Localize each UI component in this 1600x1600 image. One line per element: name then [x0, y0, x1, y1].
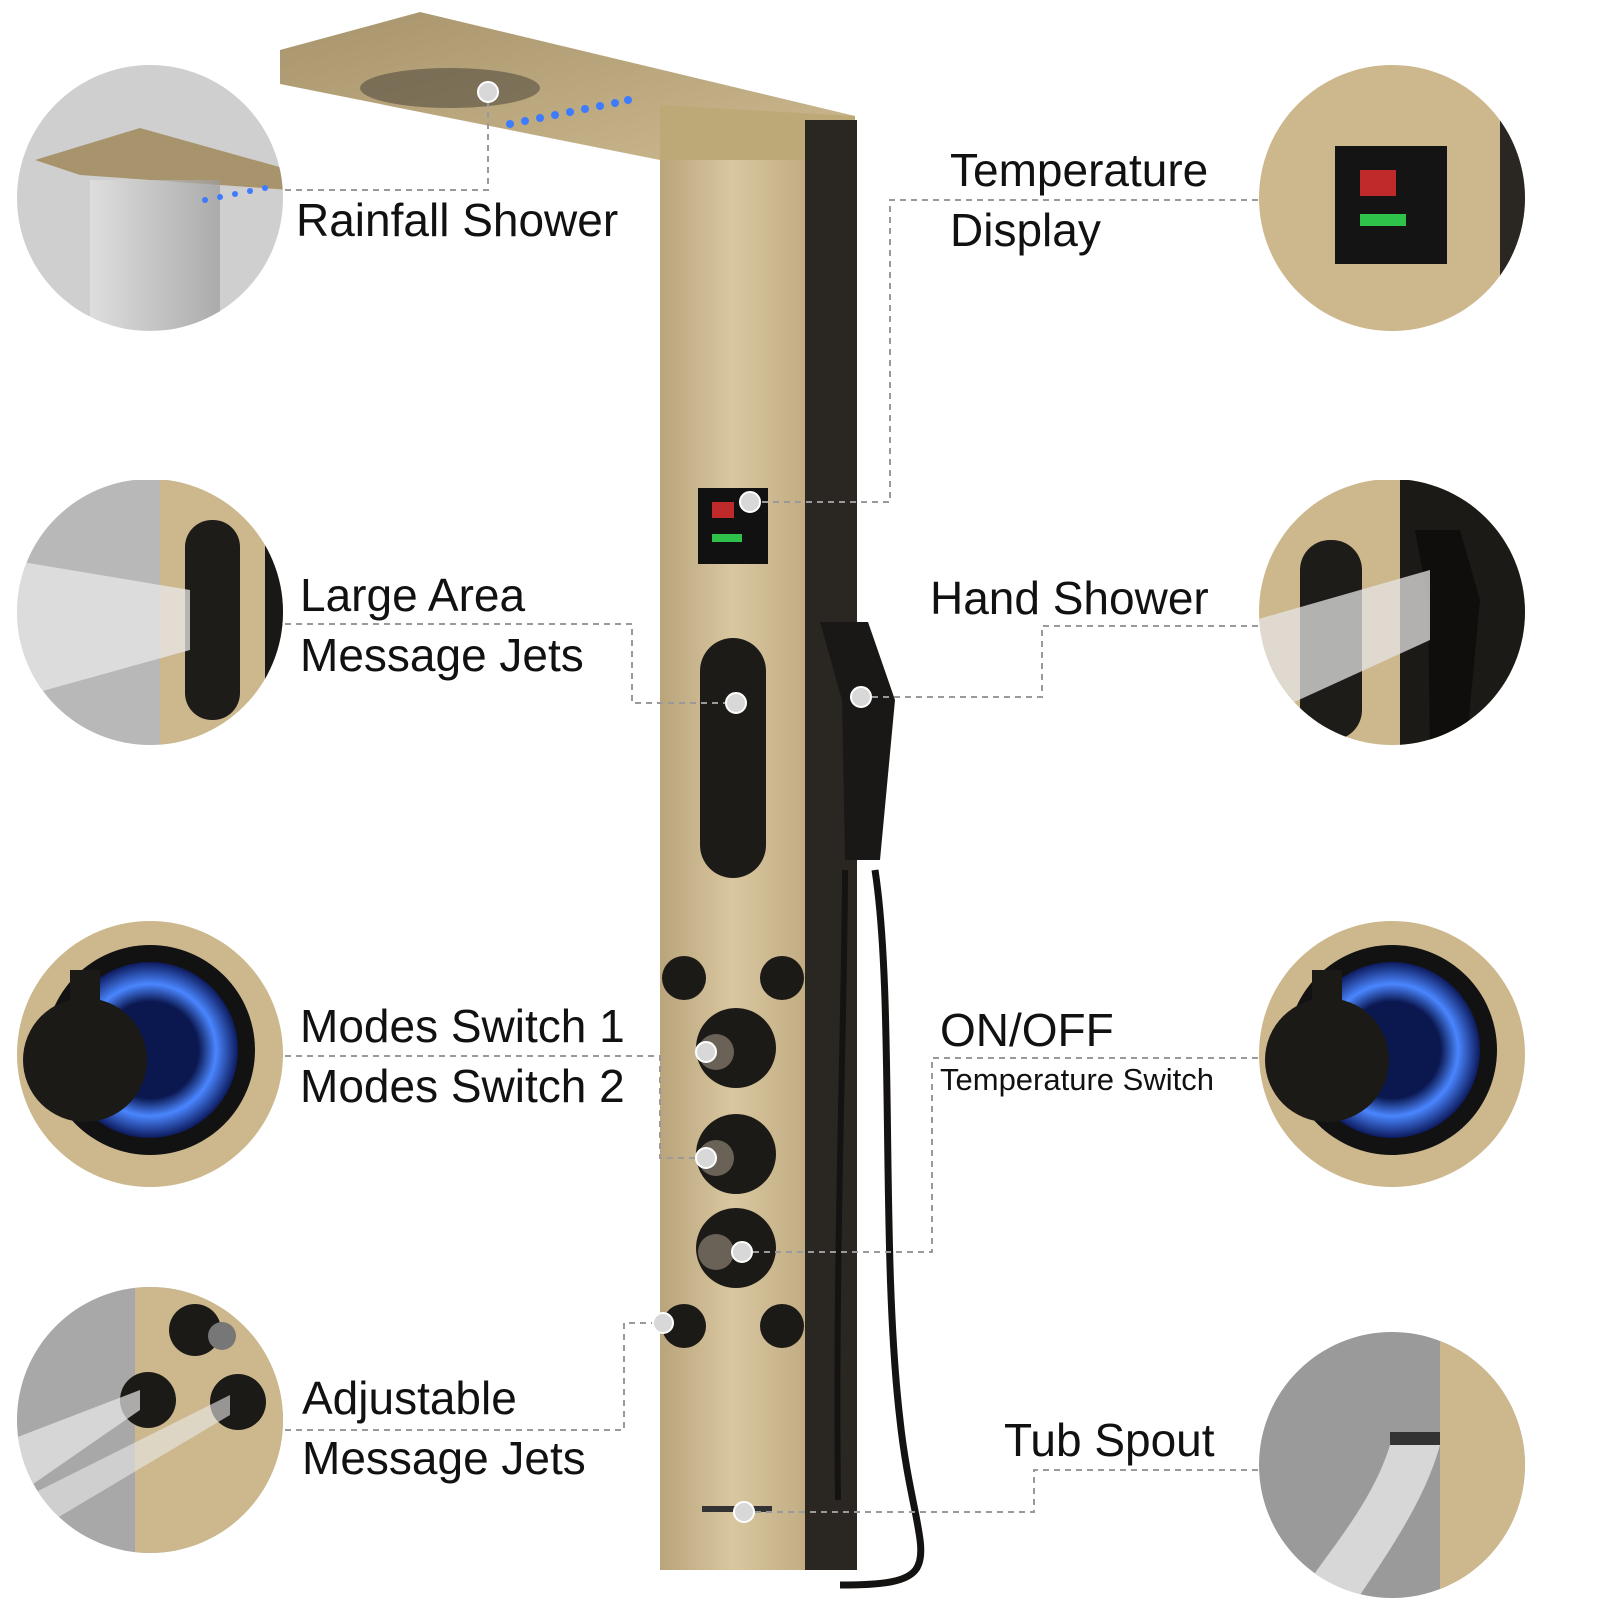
hose [839, 869, 925, 1589]
detail-hand-shower [1259, 480, 1525, 745]
panel-large-jet [700, 638, 766, 878]
label-modes-switch: Modes Switch 1 Modes Switch 2 [300, 1000, 625, 1112]
label-rainfall-shower: Rainfall Shower [296, 194, 619, 246]
detail-large-area-jets [17, 480, 283, 745]
detail-modes-switch [17, 921, 283, 1187]
detail-tub-spout [1259, 1332, 1525, 1598]
label-temperature-display: Temperature Display [950, 144, 1209, 256]
detail-adjustable-jets [17, 1287, 283, 1553]
hand-shower [820, 622, 895, 860]
detail-rainfall-shower [17, 65, 283, 331]
shower-panel [280, 12, 925, 1589]
callout-lines [285, 92, 1258, 1513]
detail-on-off-switch [1259, 921, 1525, 1187]
label-large-area-message-jets: Large Area Message Jets [300, 569, 584, 681]
label-tub-spout: Tub Spout [1004, 1414, 1215, 1466]
detail-temperature-display [1259, 65, 1525, 331]
label-adjustable-message-jets: Adjustable Message Jets [302, 1372, 586, 1484]
label-on-off: ON/OFF Temperature Switch [940, 1004, 1214, 1097]
rain-led-strip [506, 96, 632, 128]
label-hand-shower: Hand Shower [930, 572, 1209, 624]
callout-dots [477, 81, 872, 1523]
rain-holes [360, 68, 540, 108]
